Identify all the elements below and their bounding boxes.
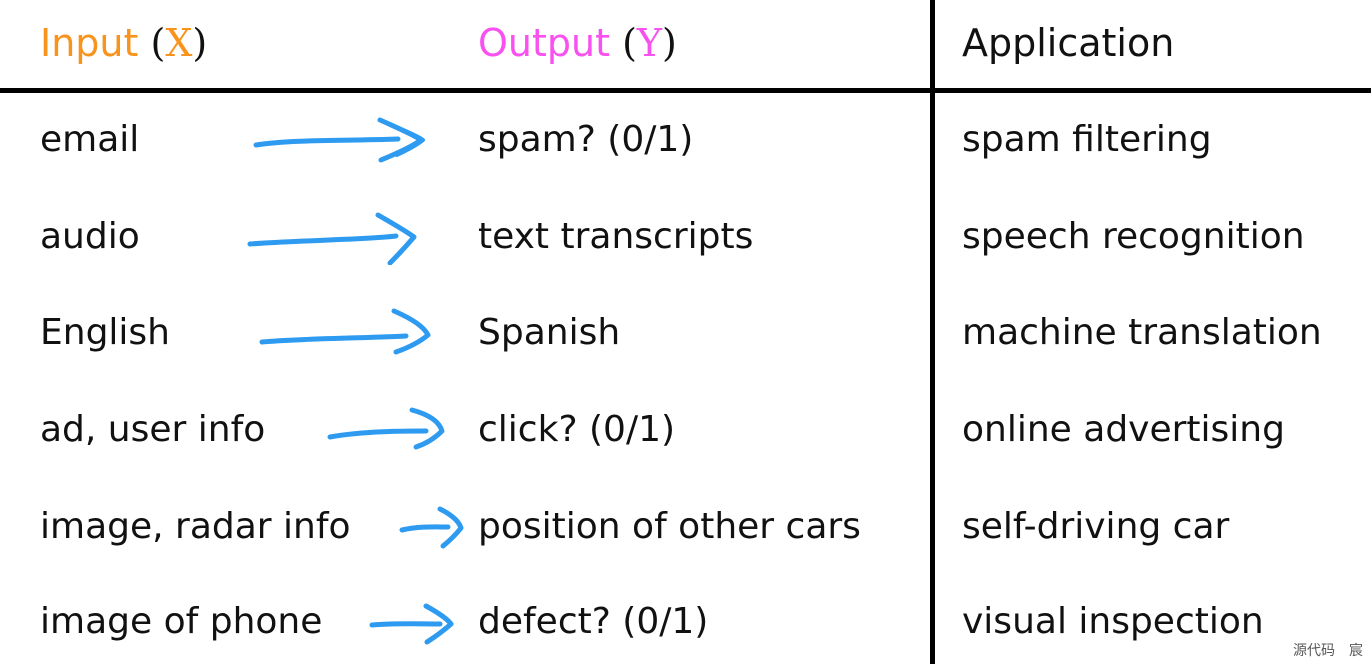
header-divider-line — [0, 88, 1371, 93]
output-paren-close: ) — [662, 21, 677, 65]
row-output-defect: defect? (0/1) — [478, 601, 709, 642]
arrow-right-icon — [327, 407, 445, 450]
row-output-text-transcripts: text transcripts — [478, 216, 754, 257]
row-input-audio: audio — [40, 216, 140, 257]
column-divider-line — [930, 0, 935, 664]
row-output-spanish: Spanish — [478, 312, 621, 353]
input-header-label: Input — [40, 21, 139, 65]
row-application-self-driving-car: self-driving car — [962, 506, 1230, 547]
column-header-input: Input (X) — [40, 14, 207, 72]
watermark-text: 源代码 宸 — [1293, 643, 1363, 659]
output-header-label: Output — [478, 21, 610, 65]
input-paren-open: ( — [150, 21, 166, 65]
row-input-email: email — [40, 119, 140, 160]
output-paren-open: ( — [622, 21, 637, 65]
arrow-right-icon — [247, 212, 417, 265]
application-header-label: Application — [962, 21, 1175, 65]
row-application-visual-inspection: visual inspection — [962, 601, 1264, 642]
arrow-right-icon — [253, 117, 425, 163]
row-application-machine-translation: machine translation — [962, 312, 1322, 353]
row-output-position-of-other-cars: position of other cars — [478, 506, 861, 547]
input-paren-close: ) — [192, 21, 208, 65]
row-input-image-radar-info: image, radar info — [40, 506, 351, 547]
arrow-right-icon — [259, 308, 431, 355]
row-application-spam-filtering: spam filtering — [962, 119, 1212, 160]
row-output-click: click? (0/1) — [478, 409, 676, 450]
output-variable-y: Y — [636, 21, 663, 65]
row-output-spam: spam? (0/1) — [478, 119, 694, 160]
input-variable-x: X — [165, 21, 193, 65]
row-input-english: English — [40, 312, 170, 353]
arrow-right-icon — [369, 603, 454, 645]
column-header-output: Output (Y) — [478, 14, 677, 72]
row-input-image-of-phone: image of phone — [40, 601, 323, 642]
column-header-application: Application — [962, 14, 1174, 72]
row-application-online-advertising: online advertising — [962, 409, 1285, 450]
row-application-speech-recognition: speech recognition — [962, 216, 1305, 257]
arrow-right-icon — [399, 506, 464, 549]
row-input-ad-user-info: ad, user info — [40, 409, 266, 450]
